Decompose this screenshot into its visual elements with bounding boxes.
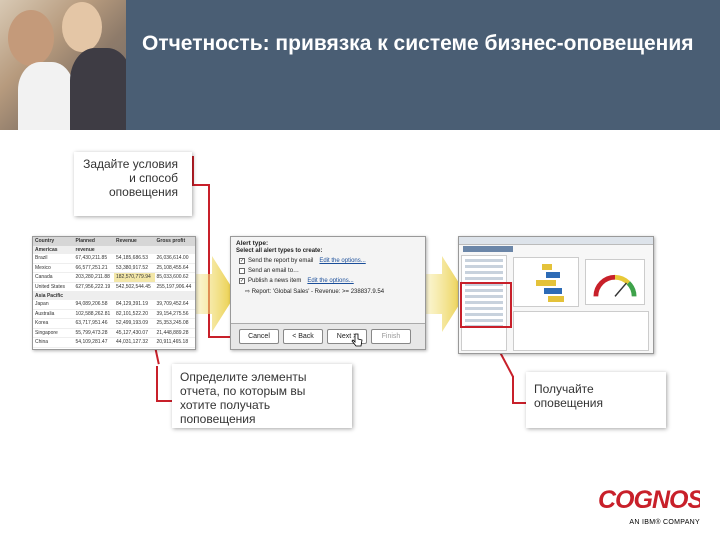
alert-highlight-box: [460, 282, 512, 328]
connector-line: [192, 156, 194, 186]
dialog-heading: Alert type:: [236, 240, 269, 247]
mouse-cursor-icon: [351, 333, 363, 347]
dashboard-tabs: [463, 246, 513, 252]
connector-line: [208, 184, 210, 338]
dashboard-toolbar: [459, 237, 653, 245]
alert-option[interactable]: ✓ Send the report by email Edit the opti…: [239, 258, 366, 264]
callout-receive-alerts: Получайте оповещения: [526, 372, 666, 428]
gauge-icon: [585, 259, 645, 305]
bar-chart-thumbnail: [513, 257, 579, 307]
connector-line: [208, 336, 242, 338]
header-photo: [0, 0, 126, 130]
alert-option[interactable]: ✓ Publish a news item Edit the options..…: [239, 278, 354, 284]
arrow-right-icon: [420, 256, 466, 332]
connector-line: [192, 184, 210, 186]
table-header: Country Planned revenue Revenue Gross pr…: [33, 237, 195, 253]
alert-option[interactable]: Send an email to…: [231, 266, 425, 276]
dashboard-screenshot: [458, 236, 654, 354]
finish-button[interactable]: Finish: [371, 329, 411, 344]
cancel-button[interactable]: Cancel: [239, 329, 279, 344]
company-tagline: AN IBM® COMPANY: [629, 519, 700, 526]
dialog-button-bar: Cancel < Back Next > Finish: [231, 323, 425, 349]
callout-define-elements: Определите элементы отчета, по которым в…: [172, 364, 352, 428]
arrow-right-icon: [190, 256, 236, 332]
callout-set-conditions: Задайте условия и способ оповещения: [74, 152, 192, 216]
svg-text:COGNOS: COGNOS: [598, 486, 700, 514]
connector-line: [156, 366, 158, 402]
report-condition: ⇨ Report: 'Global Sales' - Revenue: >= 2…: [245, 289, 385, 295]
back-button[interactable]: < Back: [283, 329, 323, 344]
slide-title: Отчетность: привязка к системе бизнес-оп…: [142, 32, 694, 55]
connector-line: [512, 402, 528, 404]
table-section: Americas: [33, 246, 195, 254]
edit-options-link[interactable]: Edit the options...: [319, 258, 366, 264]
connector-line: [512, 376, 514, 404]
connector-line: [156, 400, 174, 402]
report-table-screenshot: Country Planned revenue Revenue Gross pr…: [32, 236, 196, 350]
dialog-subheading: Select all alert types to create:: [236, 248, 323, 254]
alerts-panel: [461, 255, 507, 351]
edit-options-link[interactable]: Edit the options...: [307, 278, 354, 284]
alert-dialog-screenshot: Alert type: Select all alert types to cr…: [230, 236, 426, 350]
cognos-logo: COGNOS: [598, 486, 700, 514]
slide-header: Отчетность: привязка к системе бизнес-оп…: [0, 0, 720, 130]
checkbox[interactable]: ✓: [239, 258, 245, 264]
map-thumbnail: [513, 311, 649, 351]
checkbox[interactable]: ✓: [239, 278, 245, 284]
table-section: Asia Pacific: [33, 292, 195, 300]
checkbox[interactable]: [239, 268, 245, 274]
